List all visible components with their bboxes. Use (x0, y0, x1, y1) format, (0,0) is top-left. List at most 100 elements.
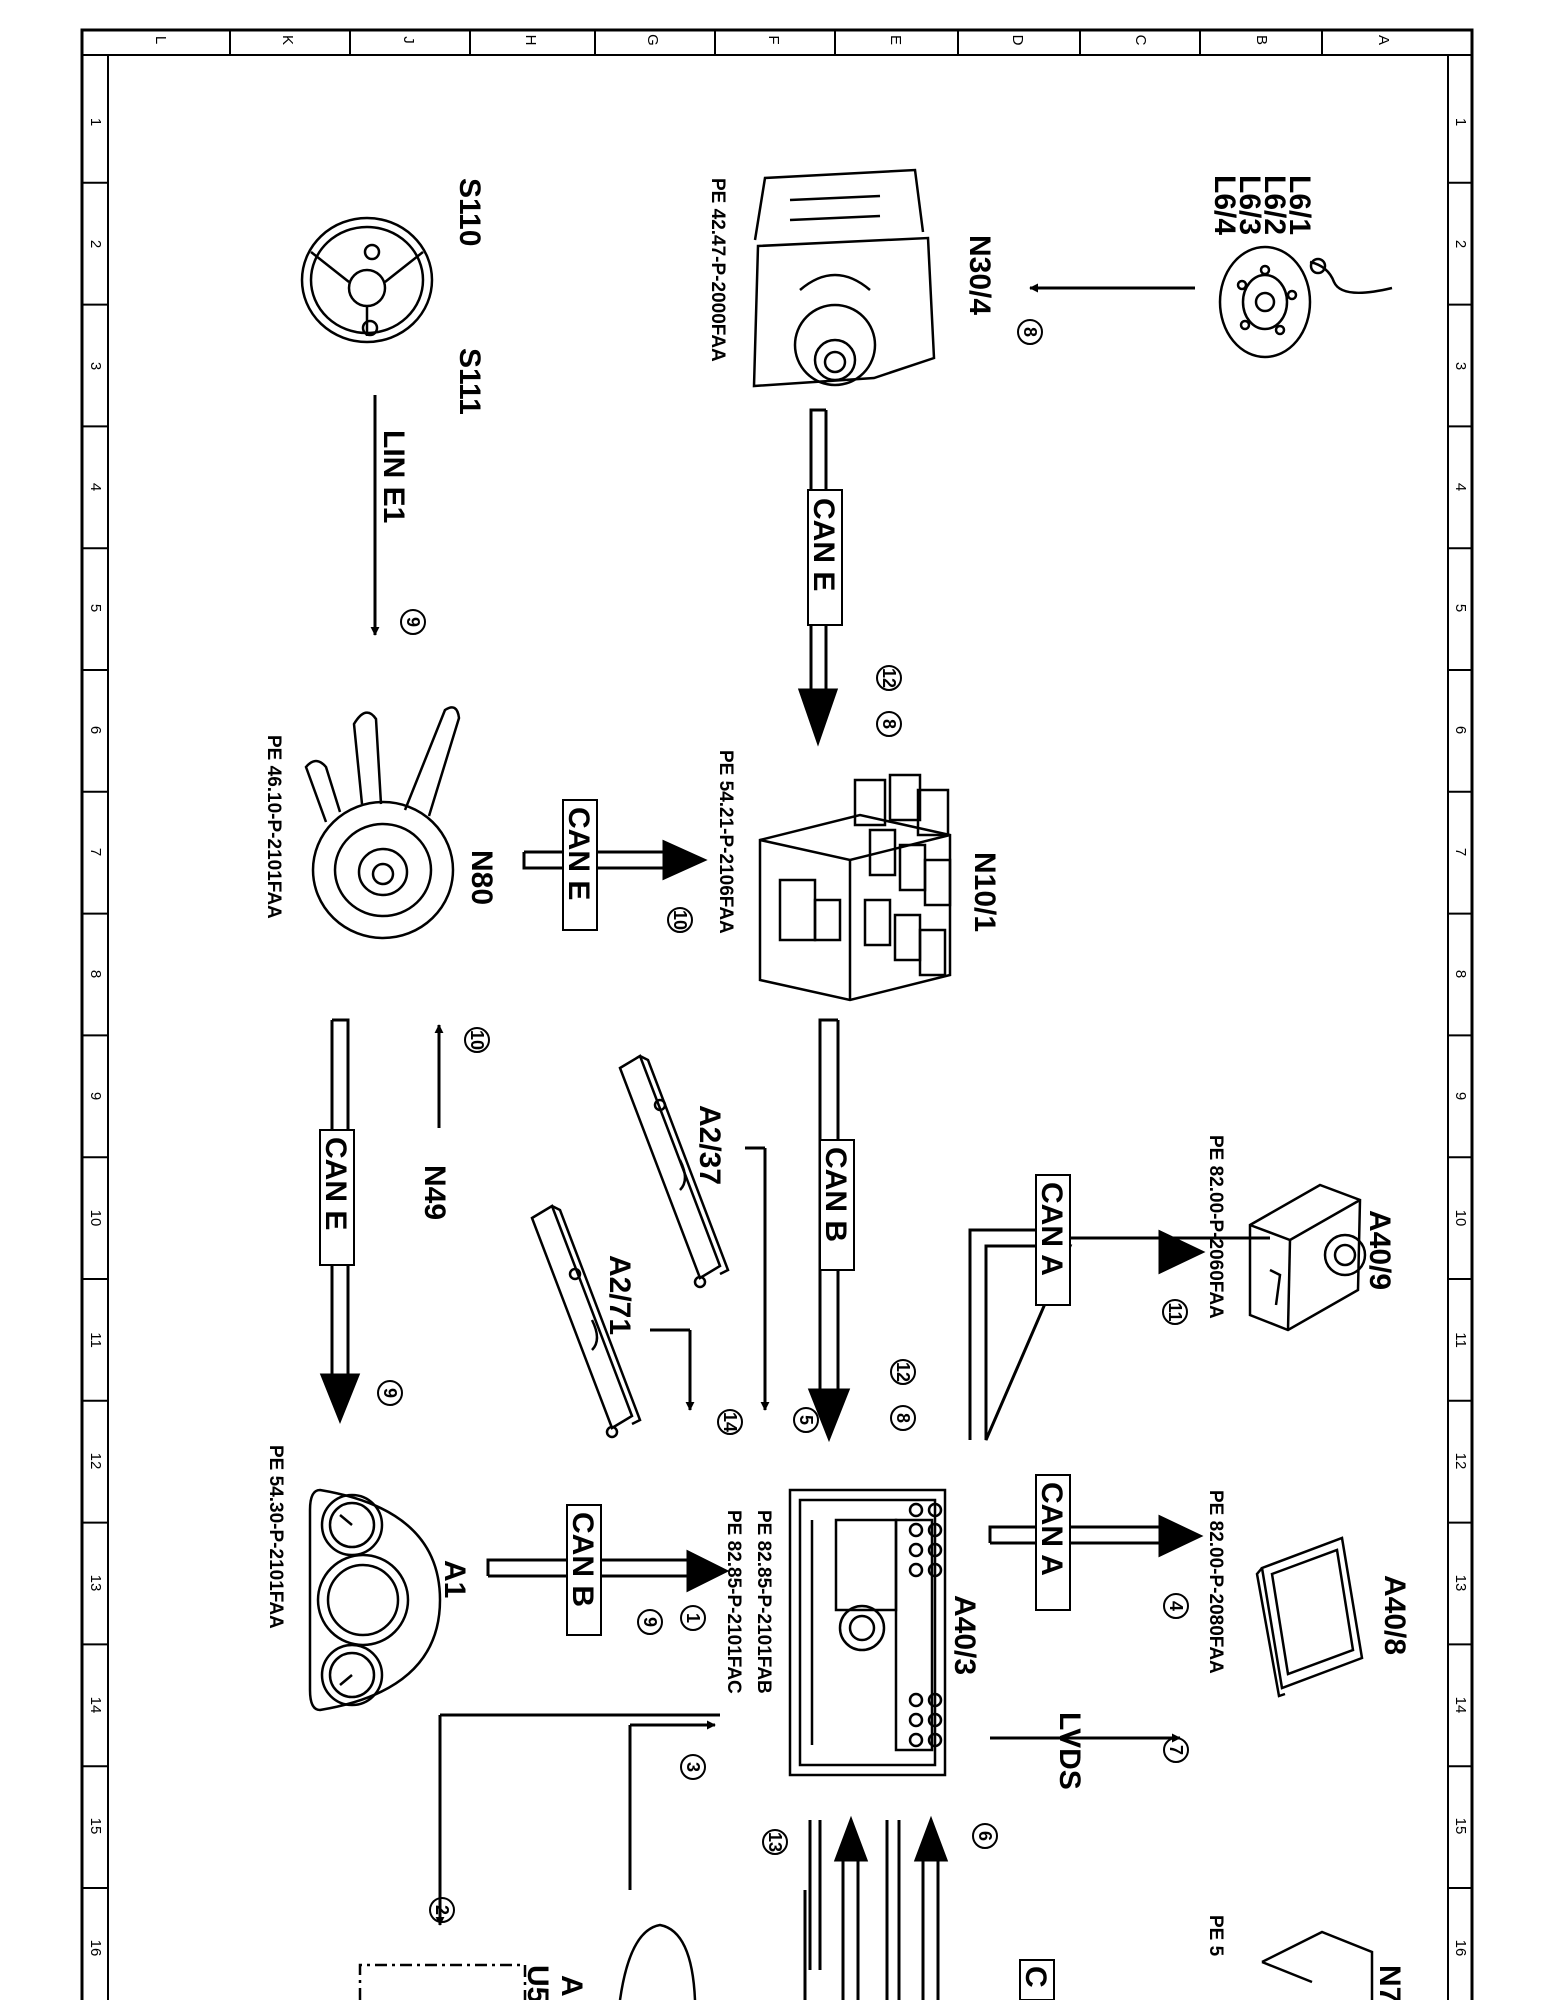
callout-8-b: 8 (879, 719, 899, 729)
grid-number-8: 8 (87, 970, 104, 978)
grid-number-7: 7 (87, 848, 104, 856)
grid-number-9-right: 9 (1452, 1092, 1469, 1100)
grid-letter-a: A (1375, 35, 1392, 45)
label-n80: N80 (465, 850, 498, 905)
partial-dashed-box (358, 1963, 527, 2000)
label-n30-4-pe: PE 42.47-P-2000FAA (707, 178, 728, 362)
label-a40-3-pe1: PE 82.85-P-2101FAB (753, 1510, 774, 1694)
grid-number-16: 16 (87, 1940, 104, 1957)
callout-8-c: 8 (893, 1413, 913, 1423)
label-l6-3: L6/3 (1233, 175, 1266, 235)
grid-numbers-right: 1 2 3 4 5 6 7 8 9 10 11 12 13 14 15 16 (1452, 118, 1469, 1957)
grid-number-11: 11 (87, 1332, 104, 1348)
label-a40-8-pe: PE 82.00-P-2080FAA (1205, 1490, 1226, 1674)
wheel-speed-sensor-icon (1218, 245, 1393, 359)
callout-11: 11 (1165, 1302, 1185, 1321)
grid-number-13-right: 13 (1452, 1575, 1469, 1592)
grid-letter-j: J (400, 36, 417, 44)
label-s111: S111 (453, 348, 486, 415)
grid-number-4-right: 4 (1452, 483, 1469, 491)
callout-6: 6 (975, 1831, 995, 1841)
label-n30-4: N30/4 (963, 235, 996, 315)
label-a1: A1 (438, 1560, 471, 1598)
grid-letter-b: B (1253, 35, 1270, 45)
grid-letter-e: E (887, 35, 904, 45)
callout-12-b: 12 (893, 1362, 913, 1382)
grid-number-12: 12 (87, 1453, 104, 1470)
drawing-frame (80, 28, 1474, 2000)
instrument-cluster-icon (308, 1488, 442, 1712)
grid-letter-l: L (152, 36, 169, 44)
bus-label-can-b-mid: CAN B (819, 1147, 852, 1242)
grid-number-16-right: 16 (1452, 1940, 1469, 1957)
label-a40-3-pe2: PE 82.85-P-2101FAC (723, 1510, 744, 1694)
grid-number-2-right: 2 (1452, 240, 1469, 248)
steering-column-module-icon (304, 706, 461, 940)
callout-10-a: 10 (670, 910, 690, 930)
grid-number-5: 5 (87, 604, 104, 612)
grid-number-3-right: 3 (1452, 362, 1469, 370)
grid-letters: L K J H G F E D C B A (152, 34, 1392, 46)
callout-14: 14 (720, 1412, 740, 1432)
grid-number-15-right: 15 (1452, 1818, 1469, 1835)
head-unit-buttons (908, 1502, 943, 1748)
callout-numbers: 8 9 12 8 10 10 11 12 8 5 14 9 4 1 9 3 7 … (380, 327, 1186, 1915)
label-n10-1-pe: PE 54.21-P-2106FAA (715, 750, 736, 934)
grid-number-9: 9 (87, 1092, 104, 1100)
steering-wheel-icon (300, 216, 434, 344)
label-a40-8: A40/8 (1378, 1575, 1411, 1655)
partial-control-unit-icon (1261, 1930, 1374, 2000)
grid-number-1: 1 (87, 118, 104, 126)
grid-letter-g: G (644, 34, 661, 46)
grid-number-11-right: 11 (1452, 1332, 1469, 1348)
head-unit-icon (788, 1488, 947, 1777)
antenna-module-a2-71-icon (530, 1204, 642, 1439)
grid-number-6: 6 (87, 726, 104, 734)
label-n80-pe: PE 46.10-P-2101FAA (263, 735, 284, 919)
callout-4: 4 (1166, 1601, 1186, 1611)
grid-number-3: 3 (87, 362, 104, 370)
callout-8-a: 8 (1020, 327, 1040, 337)
bus-label-can-b-left: CAN B (566, 1512, 599, 1607)
label-l6-4: L6/4 (1208, 175, 1241, 235)
grid-number-14: 14 (87, 1697, 104, 1714)
callout-7: 7 (1166, 1745, 1186, 1755)
camera-module-icon (1248, 1183, 1367, 1332)
grid-number-12-right: 12 (1452, 1453, 1469, 1470)
label-n7-partial: N7 (1373, 1965, 1406, 2000)
grid-number-2: 2 (87, 240, 104, 248)
grid-number-4: 4 (87, 483, 104, 491)
bus-pipes (319, 408, 1270, 2000)
grid-number-1-right: 1 (1452, 118, 1469, 126)
grid-number-10-right: 10 (1452, 1210, 1469, 1227)
bus-label-lin-e1: LIN E1 (377, 430, 410, 523)
label-n7-pe-partial: PE 5 (1205, 1915, 1226, 1957)
bus-label-lvds: LVDS (1053, 1712, 1086, 1790)
label-a2-37: A2/37 (693, 1105, 726, 1185)
label-a40-9: A40/9 (1363, 1210, 1396, 1290)
label-a-partial: A (555, 1975, 588, 1997)
grid-letter-d: D (1009, 35, 1026, 46)
grid-number-13: 13 (87, 1575, 104, 1592)
grid-number-5-right: 5 (1452, 604, 1469, 612)
grid-letter-f: F (765, 35, 782, 44)
component-labels: L6/1 L6/2 L6/3 L6/4 N30/4 PE 42.47-P-200… (263, 175, 1411, 2000)
callout-9-a: 9 (403, 617, 423, 627)
antenna-module-a2-37-icon (618, 1054, 730, 1289)
label-n49: N49 (418, 1165, 451, 1220)
label-s110: S110 (453, 178, 486, 246)
grid-number-7-right: 7 (1452, 848, 1469, 856)
grid-numbers-left: 1 2 3 4 5 6 7 8 9 10 11 12 13 14 15 16 (87, 118, 104, 1957)
esp-control-unit-icon (752, 168, 936, 388)
grid-ticks (82, 30, 1472, 1889)
callout-9-c: 9 (640, 1617, 660, 1627)
bus-label-can-e-left: CAN E (319, 1137, 352, 1230)
bus-label-c-partial: C (1019, 1966, 1052, 1988)
grid-letter-c: C (1132, 35, 1149, 46)
grid-number-8-right: 8 (1452, 970, 1469, 978)
bus-label-can-e-mid: CAN E (562, 807, 595, 900)
label-a2-71: A2/71 (603, 1255, 636, 1335)
label-a40-3: A40/3 (948, 1595, 981, 1675)
callout-9-b: 9 (380, 1388, 400, 1398)
